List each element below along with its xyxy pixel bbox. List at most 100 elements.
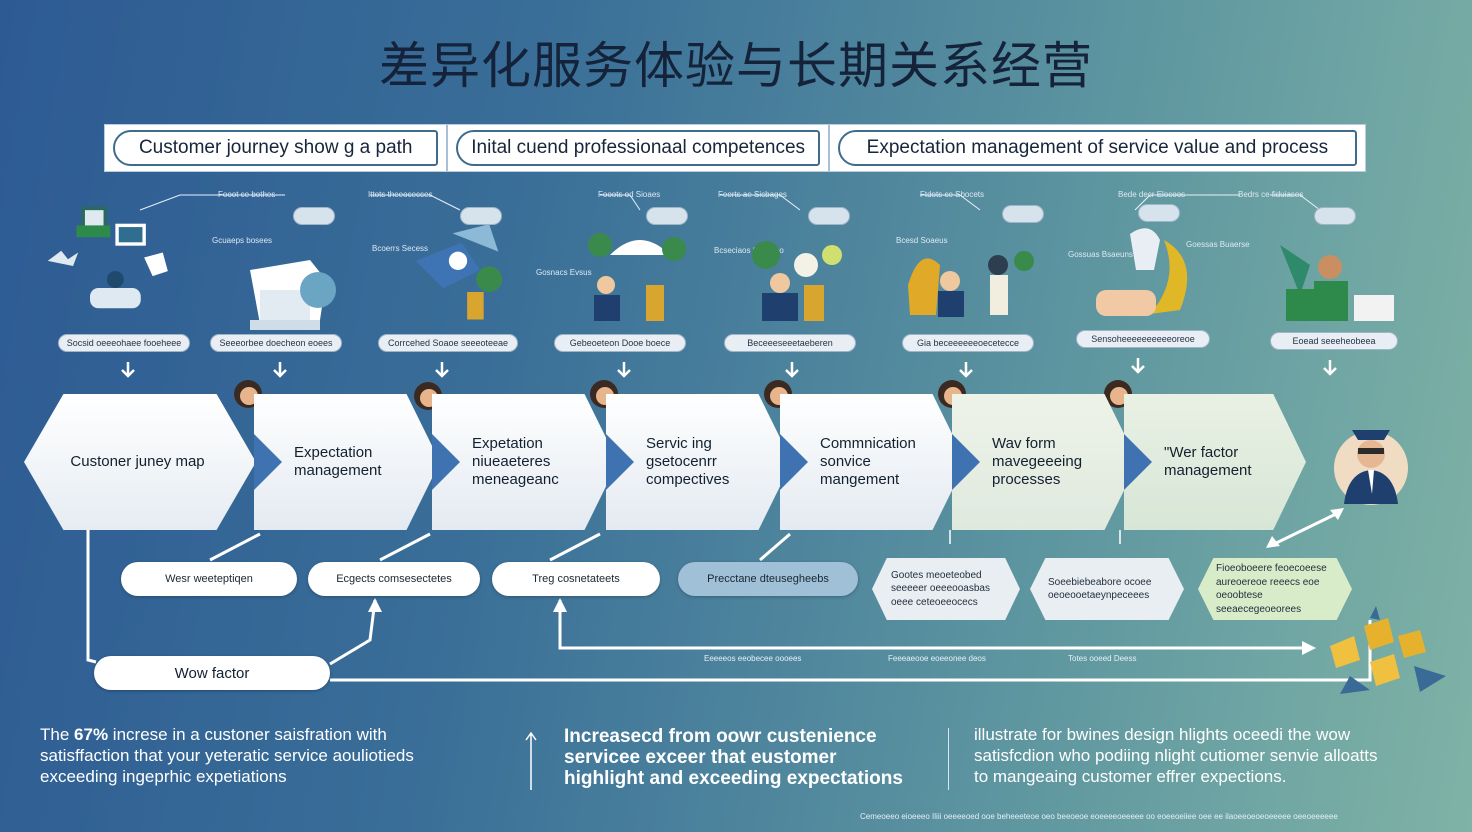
desk-illustration xyxy=(908,251,1034,317)
chevron-tag-icon xyxy=(780,434,808,490)
step-expetation-niueaeteres: Expetation niueaeteres meneageanc xyxy=(432,394,618,530)
down-arrow-icon xyxy=(273,362,287,378)
step-wav-form: Wav form mavegeeeing processes xyxy=(952,394,1138,530)
top-label-1: Fooot ce bothes xyxy=(218,190,276,199)
outcome-hexbox-7: Fioeoboeere feoecoeese aureoereoe reeecs… xyxy=(1198,558,1352,620)
pill-5 xyxy=(1002,205,1044,223)
caption-8: Eoead seeeheobeea xyxy=(1270,332,1398,350)
gold-cubes-icon xyxy=(1330,606,1446,694)
step-servic-ing: Servic ing gsetocenrr compectives xyxy=(606,394,792,530)
top-label-2: Ittots theeocecces xyxy=(368,190,433,199)
wow-factor-box: Wow factor xyxy=(94,656,330,690)
top-label-7: Bedrs ce fiduiases xyxy=(1238,190,1304,199)
outcome-hexbox-7-text: Fioeoboeere feoecoeese aureoereoe reeecs… xyxy=(1216,563,1327,615)
manager-portrait-icon xyxy=(1334,430,1408,505)
bottom-left-text: The 67% increse in a custoner saisfratio… xyxy=(40,724,510,787)
down-arrow-icon xyxy=(785,362,799,378)
stat-line3: exceeding ingeprhic expetiations xyxy=(40,767,287,786)
step-commnication: Commnication sonvice mangement xyxy=(780,394,966,530)
pill-2 xyxy=(460,207,502,225)
step-label-4: Servic ing gsetocenrr compectives xyxy=(646,435,730,488)
down-arrow-icon xyxy=(435,362,449,378)
chevron-tag-icon xyxy=(432,434,460,490)
pill-1 xyxy=(293,207,335,225)
caption-1: Socsid oeeeohaee fooeheee xyxy=(58,334,190,352)
step-label-5: Commnication sonvice mangement xyxy=(820,435,916,488)
illus-side-label-3: Gosnacs Evsus xyxy=(536,268,592,277)
down-arrow-icon xyxy=(1131,358,1145,374)
banner-text-3: Expectation management of service value … xyxy=(866,137,1329,158)
up-arrow-icon xyxy=(525,731,537,790)
flying-figure-illustration xyxy=(415,224,502,320)
team-illustration xyxy=(752,241,842,321)
mid-line3: highlight and exceeding expectations xyxy=(564,768,903,789)
bottom-middle-text: Increasecd from oowr custenience service… xyxy=(564,726,934,789)
tooth-illustration xyxy=(1096,228,1188,316)
flow-label-3: Totes ooeed Deess xyxy=(1068,654,1137,663)
right-line2: satisfcdion who podiing nlight cutiomer … xyxy=(974,746,1378,765)
flow-label-2: Feeeaeooe eoeeonee deos xyxy=(888,654,986,663)
outcome-box-3: Treg cosnetateets xyxy=(492,562,660,596)
step-label-1: Custoner juney map xyxy=(70,453,205,470)
illus-side-label-7: Goessas Buaerse xyxy=(1186,240,1250,249)
footnote: Cemeoeeo eioeeeo Iliii oeeeeoed ooe behe… xyxy=(860,812,1338,821)
right-line3: to mangeaing customer effrer expections. xyxy=(974,767,1287,786)
caption-3: Corrcehed Soaoe seeeoteeae xyxy=(378,334,518,352)
mid-line2: servicee exceer that eustomer xyxy=(564,747,837,768)
outcome-box-2: Ecgects comsesectetes xyxy=(308,562,480,596)
caption-7: Sensoheeeeeeeeeeoreoe xyxy=(1076,330,1210,348)
step-label-3: Expetation niueaeteres meneageanc xyxy=(472,435,559,488)
down-arrow-icon xyxy=(617,362,631,378)
mid-line1: Increasecd from oowr custenience xyxy=(564,726,877,747)
illus-side-label-4: Bcseciaos Suaesco xyxy=(714,246,784,255)
step-label-2: Expectation management xyxy=(294,444,382,479)
outcome-box-1: Wesr weeteptiqen xyxy=(121,562,297,596)
top-label-4: Feerts ae Sicbages xyxy=(718,190,787,199)
chevron-tag-icon xyxy=(1124,434,1152,490)
chevron-tag-icon xyxy=(606,434,634,490)
stat-line1: increse in a custoner saisfration with xyxy=(112,725,387,744)
pill-3 xyxy=(646,207,688,225)
caption-4: Gebeoeteon Dooe boece xyxy=(554,334,686,352)
illus-side-label-5: Bcesd Soaeus xyxy=(896,236,948,245)
illus-side-label-2: Bcoerrs Secess xyxy=(372,244,429,253)
caption-2: Seeeorbee doecheon eoees xyxy=(210,334,342,352)
banner-segment-2: Inital cuend professionaal competences xyxy=(448,125,830,171)
outcome-hexbox-5: Gootes meoeteobed seeeeer oeeeooasbas oe… xyxy=(872,558,1020,620)
banner-text-2: Inital cuend professionaal competences xyxy=(471,137,806,158)
stat-percent: 67% xyxy=(74,725,109,744)
illus-side-label-6: Gossuas Bsaeuns xyxy=(1068,250,1133,259)
caption-6: Gia beceeeeeeoecetecce xyxy=(902,334,1034,352)
documents-illustration xyxy=(47,206,168,309)
pill-4 xyxy=(808,207,850,225)
outcome-hexbox-6: Soeebiebeabore ocoee oeoeooetaeynpeceees xyxy=(1030,558,1184,620)
top-label-6: Bede decr Elocoos xyxy=(1118,190,1186,199)
outcome-hexbox-5-text: Gootes meoeteobed seeeeer oeeeooasbas oe… xyxy=(891,569,990,608)
stat-line2: satisffaction that your yeteratic servic… xyxy=(40,746,414,765)
step-label-7: "Wer factor management xyxy=(1164,444,1252,479)
top-label-5: Ftdots ce Sbocets xyxy=(920,190,985,199)
step-wer-factor: "Wer factor management xyxy=(1124,394,1306,530)
businessman-umbrella-illustration xyxy=(588,233,686,321)
pill-7 xyxy=(1314,207,1356,225)
down-arrow-icon xyxy=(121,362,135,378)
down-arrow-icon xyxy=(959,362,973,378)
chevron-tag-icon xyxy=(254,434,282,490)
header-banner: Customer journey show g a path Inital cu… xyxy=(104,124,1366,172)
down-arrow-icon xyxy=(1323,360,1337,376)
outcome-hexbox-6-text: Soeebiebeabore ocoee oeoeooetaeynpeceees xyxy=(1048,576,1152,602)
service-illustration xyxy=(250,260,336,330)
illus-side-label-1: Gcuaeps bosees xyxy=(212,236,273,245)
caption-5: Beceeeseeetaeberen xyxy=(724,334,856,352)
step-expectation-management: Expectation management xyxy=(254,394,440,530)
banner-segment-1: Customer journey show g a path xyxy=(105,125,449,171)
step-customer-journey-map: Custoner juney map xyxy=(24,394,256,530)
outcome-box-4: Precctane dteusegheebs xyxy=(678,562,858,596)
bottom-right-text: illustrate for bwines design hlights oce… xyxy=(974,724,1444,787)
chevron-tag-icon xyxy=(952,434,980,490)
divider xyxy=(948,728,949,790)
top-label-3: Fooots od Sioaes xyxy=(598,190,661,199)
pill-6 xyxy=(1138,204,1180,222)
step-label-6: Wav form mavegeeeing processes xyxy=(992,435,1083,488)
stat-lead: The xyxy=(40,725,70,744)
